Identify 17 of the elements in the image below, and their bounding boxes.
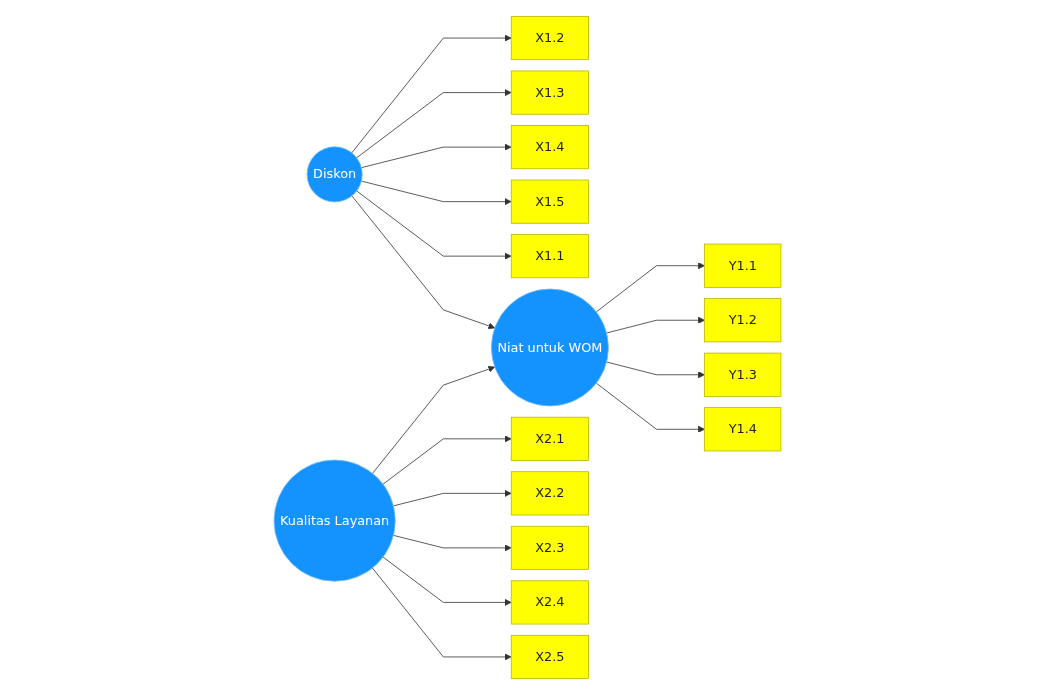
node-box: Y1.1 xyxy=(704,243,782,288)
node-circle: Kualitas Layanan xyxy=(273,459,396,582)
node-box: X2.4 xyxy=(510,580,589,625)
node-circle: Diskon xyxy=(306,146,363,203)
node-box: X2.1 xyxy=(510,416,589,461)
node-box: X2.3 xyxy=(510,525,589,570)
node-box: Y1.4 xyxy=(704,407,782,452)
node-box: X1.4 xyxy=(510,125,589,170)
node-box: X1.5 xyxy=(510,179,589,224)
node-box: Y1.2 xyxy=(704,298,782,343)
node-box: Y1.3 xyxy=(704,352,782,397)
node-box: X1.3 xyxy=(510,70,589,115)
node-box: X2.2 xyxy=(510,471,589,516)
node-box: X1.2 xyxy=(510,16,589,61)
node-circle: Niat untuk WOM xyxy=(491,288,609,407)
node-box: X2.5 xyxy=(510,634,589,679)
node-box: X1.1 xyxy=(510,234,589,279)
